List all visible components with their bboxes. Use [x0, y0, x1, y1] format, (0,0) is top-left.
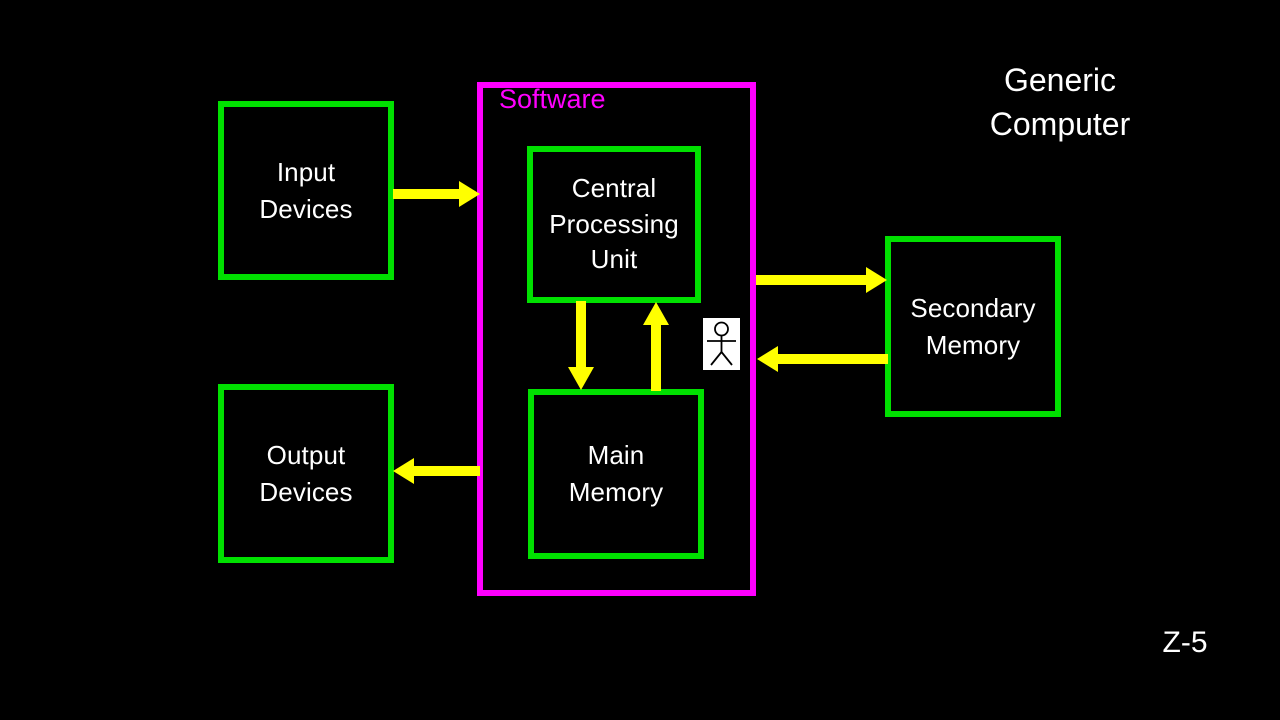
arrow-software-to-secondary-memory: [756, 266, 888, 294]
arrow-main-memory-to-output-devices: [392, 457, 480, 485]
arrow-secondary-memory-to-software: [756, 345, 888, 373]
software-label: Software: [499, 84, 606, 114]
node-main-memory[interactable]: Main Memory: [528, 389, 704, 559]
software-boundary-box: [477, 82, 756, 596]
arrow-main-memory-to-cpu: [641, 301, 671, 391]
page-title: Generic Computer: [989, 62, 1131, 143]
arrow-cpu-to-main-memory: [566, 301, 596, 391]
node-input-devices[interactable]: Input Devices: [218, 101, 394, 280]
stick-figure-user-icon: [703, 318, 740, 370]
node-cpu-label: Central Processing Unit: [549, 172, 679, 275]
page-marker: Z-5: [1162, 626, 1208, 659]
node-secondary-memory[interactable]: Secondary Memory: [885, 236, 1061, 417]
node-secondary-memory-label: Secondary Memory: [910, 292, 1036, 360]
node-main-memory-label: Main Memory: [568, 440, 664, 507]
node-output-devices[interactable]: Output Devices: [218, 384, 394, 563]
node-central-processing-unit[interactable]: Central Processing Unit: [527, 146, 701, 303]
node-output-devices-label: Output Devices: [259, 439, 353, 507]
node-input-devices-label: Input Devices: [259, 156, 353, 224]
arrow-input-devices-to-software: [393, 180, 481, 208]
